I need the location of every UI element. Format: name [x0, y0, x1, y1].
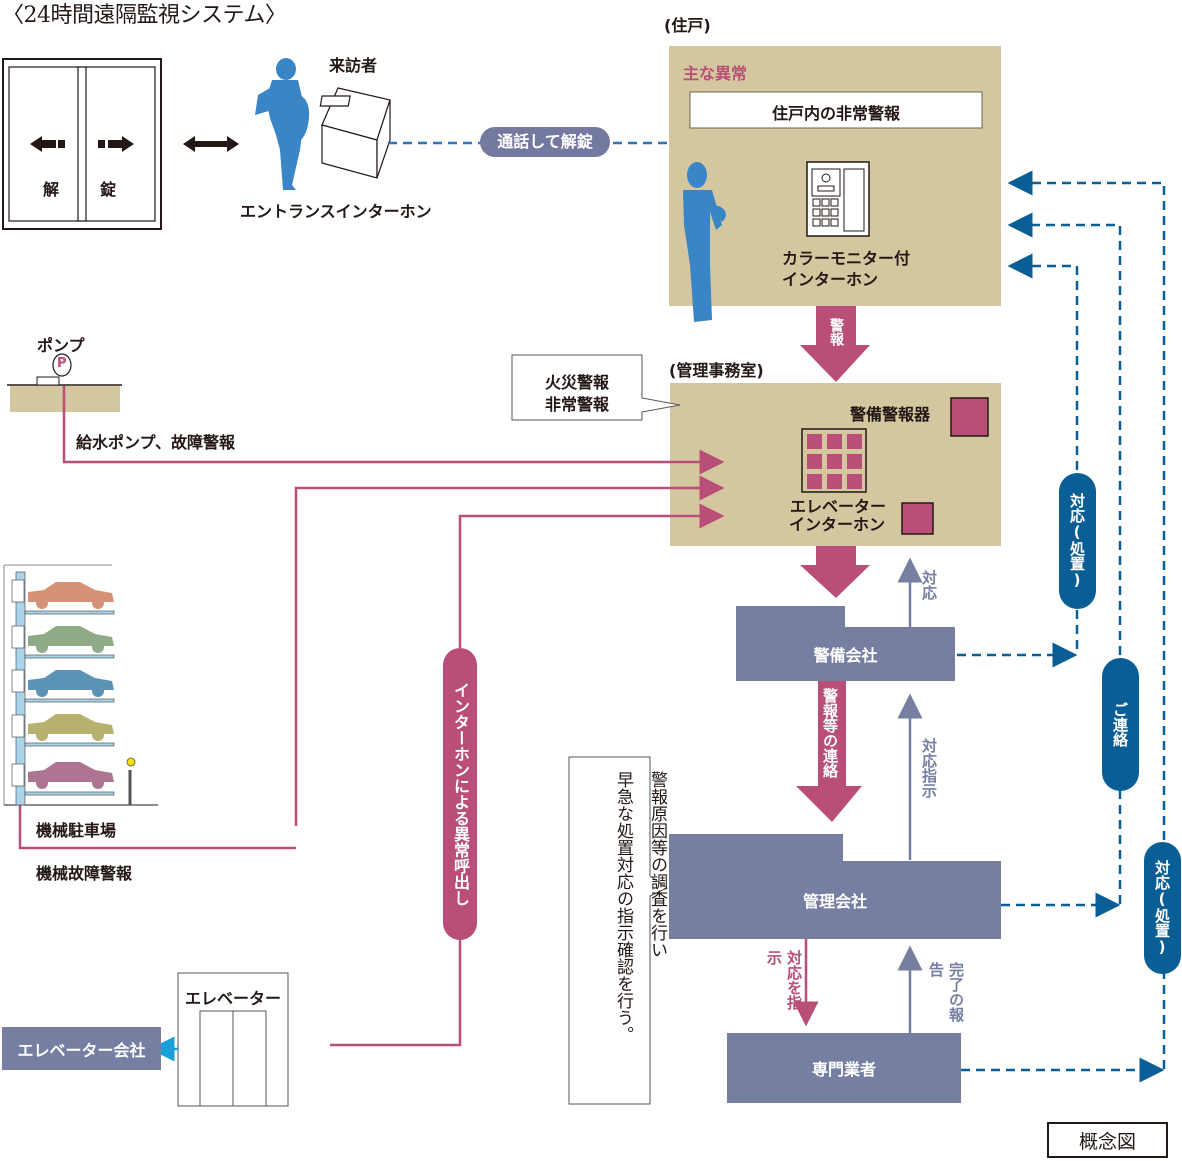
car-wheel: [92, 685, 104, 697]
management-company-shape: [669, 834, 1001, 939]
pump-symbol: P: [57, 356, 67, 371]
alarm-down-arrow: [800, 306, 870, 382]
elevator-label: エレベーター: [184, 989, 281, 1008]
monitor-label-2: インターホン: [782, 270, 879, 289]
entrance-intercom-label: エントランスインターホン: [240, 202, 432, 221]
page-title: 〈24時間遠隔監視システム〉: [2, 3, 287, 28]
specialist-label: 専門業者: [811, 1060, 876, 1079]
office-callout-1: 火災警報: [545, 373, 610, 392]
car-wheel: [36, 729, 48, 741]
security-company-label: 警備会社: [813, 646, 878, 665]
call-unlock-badge: 通話して解錠: [480, 127, 610, 157]
car-wheel: [36, 641, 48, 653]
visitor-person-icon: [255, 58, 310, 190]
auto-door: [2, 58, 162, 230]
elevator-intercom-label-1: エレベーター: [790, 497, 887, 516]
car-wheel: [92, 777, 104, 789]
car-wheel: [36, 597, 48, 609]
monitor-label-1: カラーモニター付: [782, 249, 911, 268]
arrow-left-icon: [30, 136, 56, 152]
door-lock-label: 錠: [100, 180, 117, 199]
arrow-right-icon: [108, 136, 134, 152]
door-unlock-label: 解: [43, 180, 60, 199]
parked-car: [28, 582, 114, 602]
dwelling-subheading: 主な異常: [683, 64, 748, 83]
pump-label: ポンプ: [37, 336, 85, 355]
monitor-intercom-icon: [806, 161, 870, 237]
parking-label: 機械駐車場: [36, 821, 117, 840]
car-wheel: [36, 685, 48, 697]
parked-car: [28, 670, 114, 690]
response-label: 対応: [920, 570, 938, 600]
callout-line-2: 早急な処置対応の指示確認を行う。: [613, 771, 633, 1043]
elevator-intercom-label-2: インターホン: [789, 515, 886, 534]
response-instruction-label: 対応指示: [920, 738, 938, 798]
mechanical-parking-icon: [3, 564, 158, 806]
alarm-contact-label: 警報等の連絡: [821, 688, 839, 778]
completion-report-label: 完了の報告: [927, 962, 965, 1022]
car-wheel: [36, 777, 48, 789]
elevator-icon: [177, 972, 289, 1107]
office-heading: (管理事務室): [669, 361, 764, 380]
security-company-shape: [736, 606, 955, 681]
office-callout-2: 非常警報: [545, 395, 610, 414]
response-badge-2: 対応(処置): [1144, 842, 1181, 974]
specialist-shape: [727, 1033, 961, 1103]
alarm-arrow-label: 警報: [828, 318, 844, 346]
parking-alarm-label: 機械故障警報: [36, 864, 133, 883]
entrance-intercom-icon: [319, 87, 391, 179]
management-company-label: 管理会社: [802, 892, 867, 911]
alarm-contact-arrow: [796, 681, 862, 822]
car-wheel: [92, 729, 104, 741]
parked-car: [28, 714, 114, 734]
response-badge-1: 対応(処置): [1059, 473, 1096, 609]
pump-alarm-label: 給水ポンプ、故障警報: [76, 433, 236, 452]
car-wheel: [92, 597, 104, 609]
response-channels: [957, 170, 1166, 1083]
double-arrow-icon: [183, 136, 239, 152]
dwelling-heading: (住戸): [664, 16, 711, 35]
concept-label: 概念図: [1078, 1131, 1136, 1153]
concept-box: [1047, 1122, 1168, 1158]
alarm-down-arrow-2: [800, 546, 870, 598]
intercom-call-badge: インターホンによる異常呼出し: [443, 648, 477, 940]
parked-car: [28, 626, 114, 646]
management-callout: 警報原因等の調査を行い 早急な処置対応の指示確認を行う。: [606, 771, 674, 1043]
instruct-response-label: 対応を指示: [765, 950, 803, 1010]
elevator-company-node: エレベーター会社: [2, 1027, 161, 1070]
car-wheel: [92, 641, 104, 653]
callout-line-1: 警報原因等の調査を行い: [647, 771, 667, 958]
dwelling-alarm-box: 住戸内の非常警報: [771, 104, 900, 123]
security-alarm-label: 警備警報器: [850, 405, 931, 424]
parked-car: [28, 762, 114, 782]
visitor-label: 来訪者: [329, 56, 378, 75]
contact-badge: ご連絡: [1102, 658, 1139, 791]
resident-person-icon: [683, 162, 726, 322]
